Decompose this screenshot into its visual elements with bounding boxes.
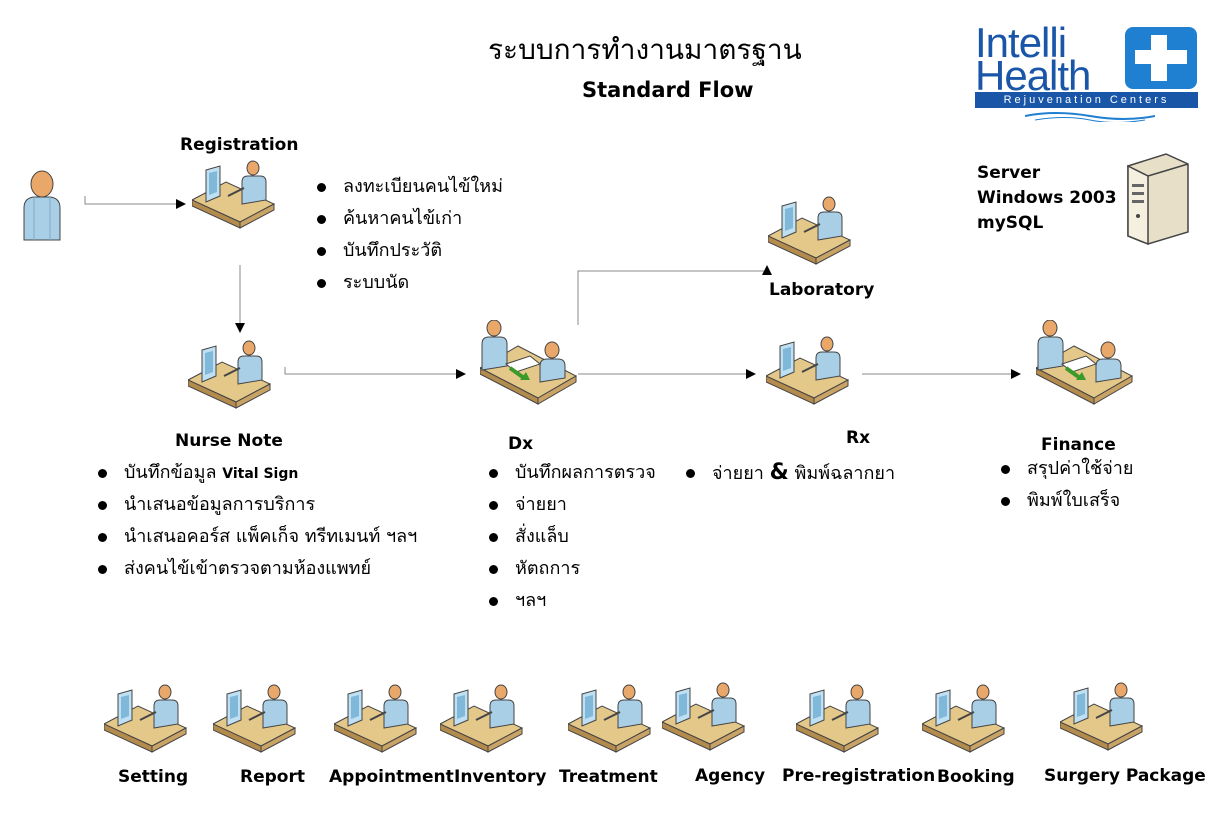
list-item: นำเสนอข้อมูลการบริการ (96, 489, 417, 521)
intellihealth-logo: Intelli Health Rejuvenation Centers (975, 19, 1200, 122)
surgery-package-module-icon (1060, 682, 1143, 751)
list-item: ค้นหาคนไข้เก่า (315, 203, 503, 235)
arrow-dx-to-laboratory (577, 265, 772, 325)
inventory-module-icon (440, 684, 523, 753)
appointment-module-icon (334, 684, 417, 753)
laboratory-workstation-icon (768, 196, 851, 265)
module-inventory-label: Inventory (454, 767, 547, 787)
list-item: บันทึกข้อมูล Vital Sign (96, 457, 417, 489)
page-title-english: Standard Flow (582, 78, 754, 102)
module-surgery-package-label: Surgery Package (1044, 766, 1206, 786)
server-line2: Windows 2003 (977, 188, 1117, 208)
medical-plus-icon (1125, 27, 1197, 89)
list-item: จ่ายยา (487, 489, 656, 521)
booking-module-icon (922, 684, 1005, 753)
module-agency-label: Agency (695, 766, 766, 786)
registration-workstation-icon (192, 160, 275, 229)
server-line1: Server (977, 163, 1041, 183)
list-item: บันทึกประวัติ (315, 235, 503, 267)
rx-item-a: จ่ายยา (712, 463, 764, 484)
dx-list: บันทึกผลการตรวจ จ่ายยา สั่งแล็บ หัตถการ … (487, 457, 656, 617)
pre-registration-module-icon (796, 684, 879, 753)
list-item: สรุปค่าใช้จ่าย (999, 453, 1133, 485)
module-treatment-label: Treatment (559, 767, 658, 787)
module-appointment-label: Appointment (329, 767, 454, 787)
rx-label: Rx (846, 428, 871, 448)
arrow-nurse-to-dx (284, 367, 466, 379)
nurse-list: บันทึกข้อมูล Vital Sign นำเสนอข้อมูลการบ… (96, 457, 417, 585)
module-booking-label: Booking (937, 767, 1015, 787)
list-item: จ่ายยา & พิมพ์ฉลากยา (684, 457, 895, 489)
report-module-icon (213, 684, 296, 753)
list-item: นำเสนอคอร์ส แพ็คเก็จ ทรีทเมนท์ ฯลฯ (96, 521, 417, 553)
vital-sign-main: บันทึกข้อมูล (124, 462, 217, 483)
setting-module-icon (104, 684, 187, 753)
nurse-workstation-icon (188, 340, 271, 409)
dx-label: Dx (508, 434, 534, 454)
list-item: ส่งคนไข้เข้าตรวจตามห้องแพทย์ (96, 553, 417, 585)
list-item: พิมพ์ใบเสร็จ (999, 485, 1133, 517)
finance-counter-icon (1036, 320, 1134, 406)
list-item: ลงทะเบียนคนไข้ใหม่ (315, 171, 503, 203)
vital-sign-sub: Vital Sign (222, 466, 299, 482)
server-info: Server Windows 2003 mySQL (977, 161, 1117, 236)
nurse-note-label: Nurse Note (175, 431, 283, 451)
list-item: สั่งแล็บ (487, 521, 656, 553)
rx-item-b: พิมพ์ฉลากยา (794, 463, 896, 484)
finance-label: Finance (1041, 435, 1116, 455)
logo-wave-icon (1025, 112, 1155, 122)
module-pre-registration-label: Pre-registration (782, 766, 936, 786)
list-item: ฯลฯ (487, 585, 656, 617)
logo-line2: Health (975, 52, 1091, 99)
list-item: หัตถการ (487, 553, 656, 585)
rx-list: จ่ายยา & พิมพ์ฉลากยา (684, 457, 895, 489)
list-item: ระบบนัด (315, 267, 503, 299)
module-setting-label: Setting (118, 767, 189, 787)
server-line3: mySQL (977, 213, 1044, 233)
server-tower-icon (1127, 153, 1189, 246)
rx-item-amp: & (769, 460, 789, 485)
finance-list: สรุปค่าใช้จ่าย พิมพ์ใบเสร็จ (999, 453, 1133, 517)
agency-module-icon (662, 682, 745, 751)
registration-list: ลงทะเบียนคนไข้ใหม่ ค้นหาคนไข้เก่า บันทึก… (315, 171, 503, 299)
dx-consultation-icon (480, 320, 578, 406)
module-report-label: Report (240, 767, 305, 787)
patient-person-icon (23, 170, 61, 241)
arrow-patient-to-registration (84, 196, 186, 209)
laboratory-label: Laboratory (769, 280, 875, 300)
registration-label: Registration (180, 135, 299, 155)
treatment-module-icon (568, 684, 651, 753)
rx-workstation-icon (766, 336, 849, 405)
list-item: บันทึกผลการตรวจ (487, 457, 656, 489)
logo-line1: Intelli (975, 19, 1067, 66)
page-title-thai: ระบบการทำงานมาตรฐาน (488, 33, 802, 66)
logo-tagline: Rejuvenation Centers (975, 92, 1198, 108)
